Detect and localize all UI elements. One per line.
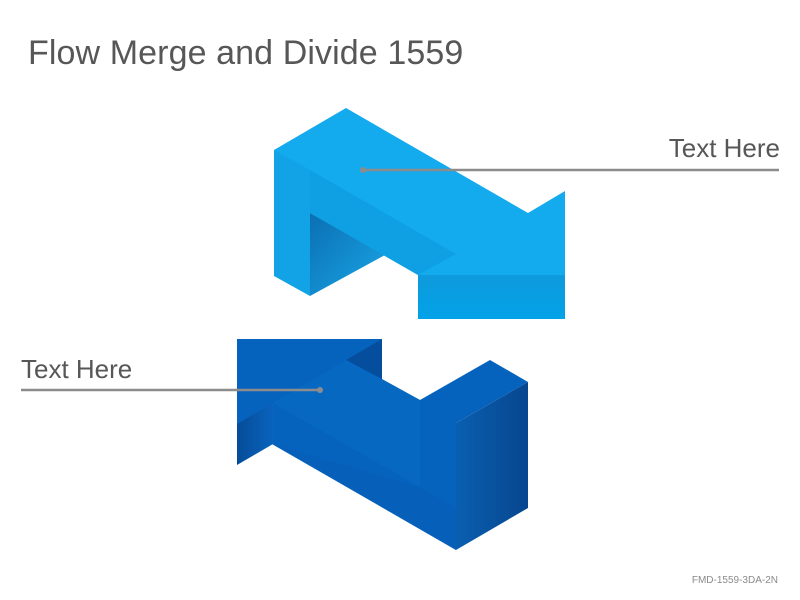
light-blue-arrow-notch-wall [310,213,385,296]
dark-blue-arrow-upper-notch [346,339,382,379]
callout-bottom-dot [317,387,323,393]
light-blue-arrow-front-face [418,275,565,319]
light-blue-arrow-inner-face [310,170,456,275]
callout-top-text: Text Here [668,133,780,163]
callout-bottom-leader [21,387,323,393]
dark-blue-arrow-side-face [456,382,528,550]
dark-blue-arrow-left-notch [237,403,273,465]
callout-bottom-text: Text Here [21,354,133,384]
light-blue-arrow-left-face [274,150,310,296]
light-blue-arrow-shape [274,108,565,319]
slide-title: Flow Merge and Divide 1559 [28,34,464,72]
callout-top-dot [360,167,366,173]
dark-blue-arrow-shape [237,339,528,550]
footer-code: FMD-1559-3DA-2N [691,575,778,586]
callout-top-leader [360,167,779,173]
dark-blue-arrow-lower-face [273,444,456,550]
dark-blue-arrow-inner-face [273,360,420,487]
